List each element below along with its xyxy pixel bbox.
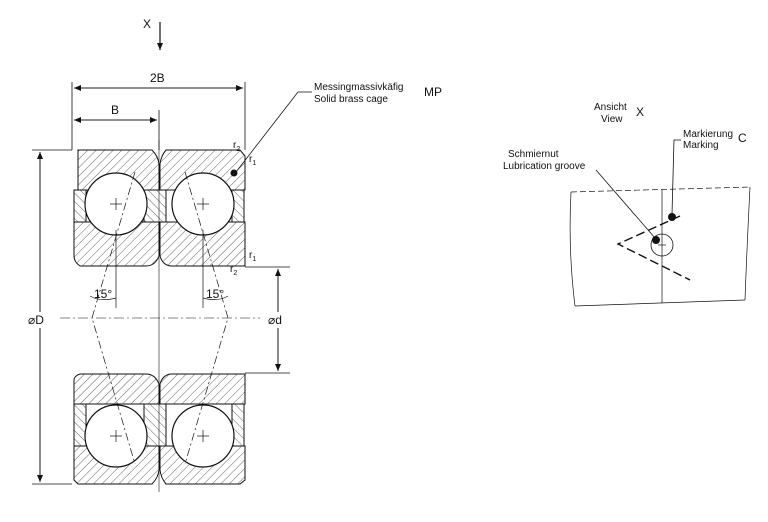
- radius-labels: r2 r1 r1 r2: [230, 140, 256, 277]
- marking-code: C: [738, 131, 747, 145]
- angle-markers: [89, 230, 229, 308]
- r1-mid-label: r: [249, 250, 253, 261]
- lubrication-label-en: Lubrication groove: [503, 161, 586, 172]
- dimension-B: B: [74, 103, 160, 150]
- bearing-upper-section: [73, 149, 246, 267]
- cage-callout: Messingmassivkäfig Solid brass cage MP: [230, 82, 442, 177]
- view-label-letter: X: [636, 105, 644, 119]
- dim-B-label: B: [111, 103, 119, 117]
- view-direction-arrow: X: [143, 17, 163, 50]
- svg-text:r2: r2: [230, 264, 237, 277]
- view-arrow-label: X: [143, 17, 151, 31]
- svg-text:r2: r2: [233, 140, 240, 153]
- dia-D-label: ⌀D: [28, 313, 44, 327]
- r2-mid-label: r: [230, 264, 234, 275]
- lubrication-label-de: Schmiernut: [508, 149, 559, 160]
- r2-top-sub: 2: [236, 146, 240, 153]
- r2-mid-sub: 2: [233, 270, 237, 277]
- dimension-d: ⌀d: [245, 266, 292, 374]
- dia-d-label: ⌀d: [268, 313, 282, 327]
- cage-code: MP: [424, 85, 442, 99]
- cage-label-en: Solid brass cage: [314, 94, 388, 105]
- angle-left-label: 15°: [94, 287, 112, 301]
- cage-label-de: Messingmassivkäfig: [314, 82, 403, 93]
- r2-top-label: r: [233, 140, 237, 151]
- svg-text:r1: r1: [249, 250, 256, 263]
- view-label-en: View: [601, 114, 623, 125]
- r1-top-label: r: [249, 154, 253, 165]
- angle-right-label: 15°: [206, 287, 224, 301]
- r1-top-sub: 1: [252, 160, 256, 167]
- dimension-D: ⌀D: [26, 149, 72, 485]
- dim-2B-label: 2B: [150, 71, 165, 85]
- bearing-lower-section: [73, 373, 246, 485]
- r1-mid-sub: 1: [252, 256, 256, 263]
- view-x-detail: Ansicht View X Markierung Marking C Schm…: [503, 102, 751, 307]
- contact-angle-lines: [91, 171, 229, 465]
- dimension-2B: 2B: [71, 71, 246, 150]
- view-label-de: Ansicht: [594, 102, 627, 113]
- marking-label-de: Markierung: [683, 129, 733, 140]
- svg-text:r1: r1: [249, 154, 256, 167]
- marking-label-en: Marking: [683, 140, 719, 151]
